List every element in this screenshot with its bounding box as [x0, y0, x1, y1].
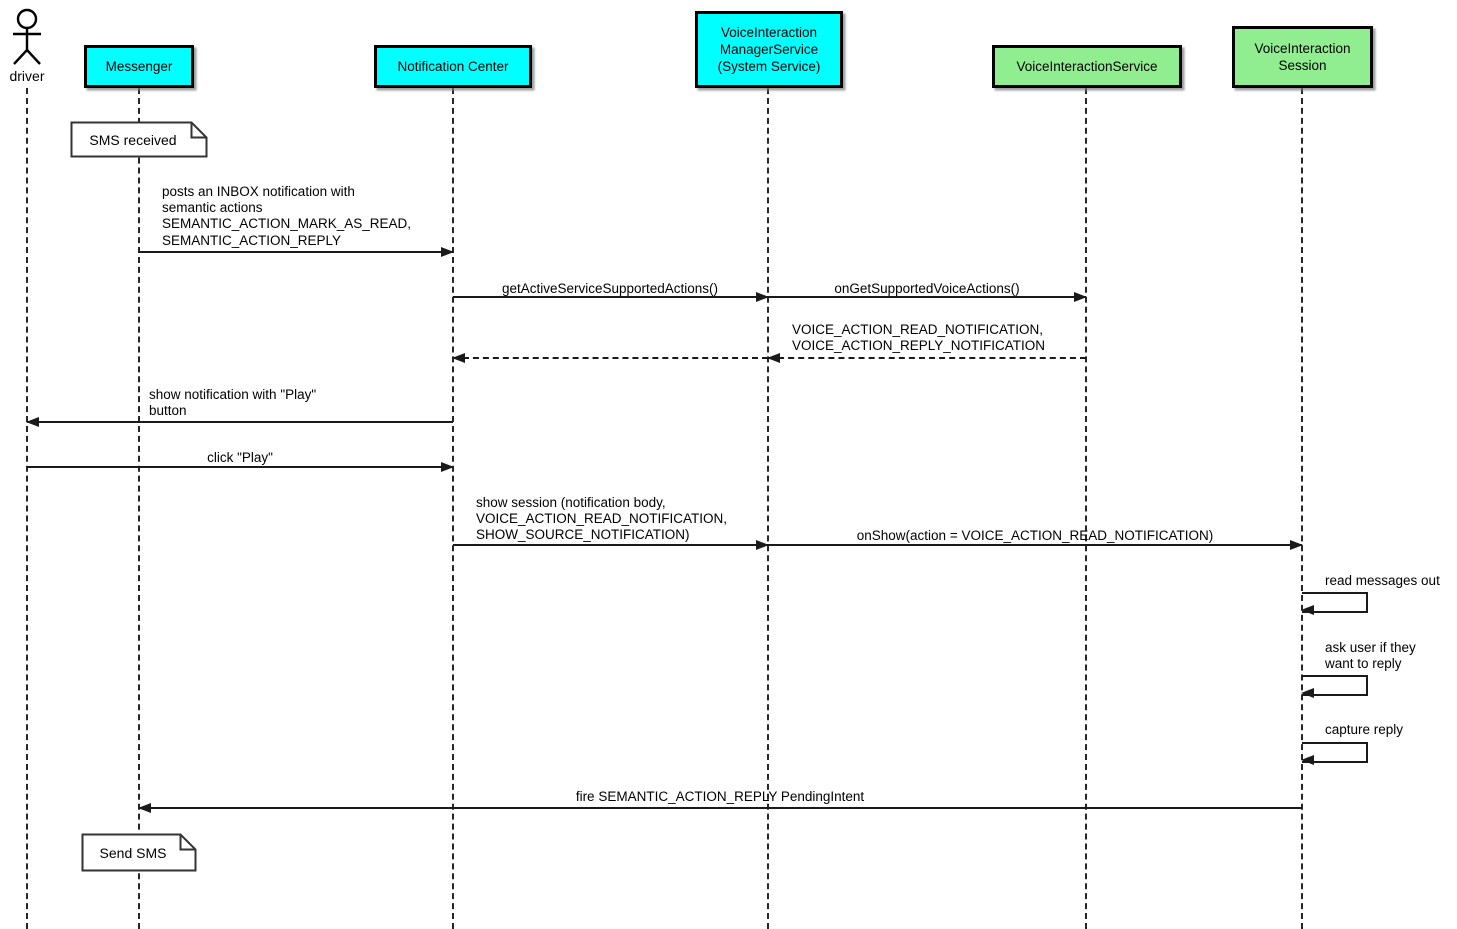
actor-driver: driver	[0, 0, 54, 84]
arrowhead-icon	[452, 353, 465, 363]
lifeline-notification-center	[452, 88, 454, 929]
note-send-sms: Send SMS	[81, 833, 197, 872]
arrowhead-icon	[767, 353, 780, 363]
lifeline-messenger	[138, 88, 140, 929]
message-label-capture-reply: capture reply	[1325, 722, 1404, 737]
lifeline-voiceinteraction-session	[1301, 88, 1303, 929]
arrowhead-icon	[1301, 688, 1314, 698]
self-message-read-messages-out	[1301, 592, 1368, 615]
self-message-ask-user-reply	[1301, 675, 1368, 698]
arrowhead-icon	[26, 417, 39, 427]
message-arrow-on-get-supported-voice-actions	[768, 292, 1087, 302]
message-label-on-show: onShow(action = VOICE_ACTION_READ_NOTIFI…	[856, 528, 1214, 543]
message-label-fire-pending-intent: fire SEMANTIC_ACTION_REPLY PendingIntent	[575, 789, 865, 804]
message-arrow-voice-action-return-left	[452, 353, 768, 363]
message-arrow-on-show	[768, 540, 1303, 550]
actor-driver-label: driver	[9, 68, 45, 84]
message-arrow-fire-pending-intent	[138, 803, 1302, 813]
message-arrow-click-play	[27, 462, 454, 472]
message-label-read-messages-out: read messages out	[1325, 573, 1440, 588]
lifeline-voiceinteractionservice	[1085, 88, 1087, 929]
arrowhead-icon	[1290, 540, 1303, 550]
message-label-get-active-service-supported-actions: getActiveServiceSupportedActions()	[501, 281, 719, 296]
message-label-show-notification: show notification with "Play" button	[149, 387, 317, 419]
arrowhead-icon	[1074, 292, 1087, 302]
participant-voiceinteractionservice: VoiceInteractionService	[992, 45, 1182, 88]
message-arrow-show-notification	[26, 417, 453, 427]
lifeline-driver	[26, 88, 28, 929]
message-arrow-posts-inbox-notification	[139, 247, 454, 257]
note-shape-icon	[70, 121, 208, 158]
message-arrow-show-session	[453, 540, 769, 550]
arrowhead-icon	[756, 540, 769, 550]
note-shape-icon	[81, 833, 197, 872]
participant-messenger: Messenger	[84, 45, 194, 88]
note-sms-received: SMS received	[70, 121, 208, 158]
arrowhead-icon	[1301, 605, 1314, 615]
participant-notification-center: Notification Center	[374, 45, 532, 88]
message-label-show-session: show session (notification body, VOICE_A…	[476, 495, 728, 543]
message-label-click-play: click "Play"	[207, 450, 273, 465]
arrowhead-icon	[1301, 755, 1314, 765]
arrowhead-icon	[138, 803, 151, 813]
arrowhead-icon	[441, 247, 454, 257]
arrowhead-icon	[756, 292, 769, 302]
stick-figure-icon	[13, 8, 41, 65]
note-sms-received-text: SMS received	[89, 131, 177, 148]
note-send-sms-text: Send SMS	[99, 844, 167, 861]
participant-voiceinteraction-session: VoiceInteraction Session	[1232, 26, 1373, 88]
message-arrow-voice-action-return-right	[767, 353, 1086, 363]
message-label-posts-inbox-notification: posts an INBOX notification with semanti…	[162, 184, 412, 248]
arrowhead-icon	[441, 462, 454, 472]
self-message-capture-reply	[1301, 742, 1368, 765]
message-label-on-get-supported-voice-actions: onGetSupportedVoiceActions()	[834, 281, 1020, 296]
message-label-ask-user-reply: ask user if they want to reply	[1325, 640, 1416, 672]
message-label-voice-action-return: VOICE_ACTION_READ_NOTIFICATION, VOICE_AC…	[792, 322, 1046, 354]
participant-voiceinteraction-managerservice: VoiceInteraction ManagerService (System …	[695, 11, 843, 88]
message-arrow-get-active-service-supported-actions	[453, 292, 769, 302]
lifeline-voiceinteraction-managerservice	[767, 88, 769, 929]
